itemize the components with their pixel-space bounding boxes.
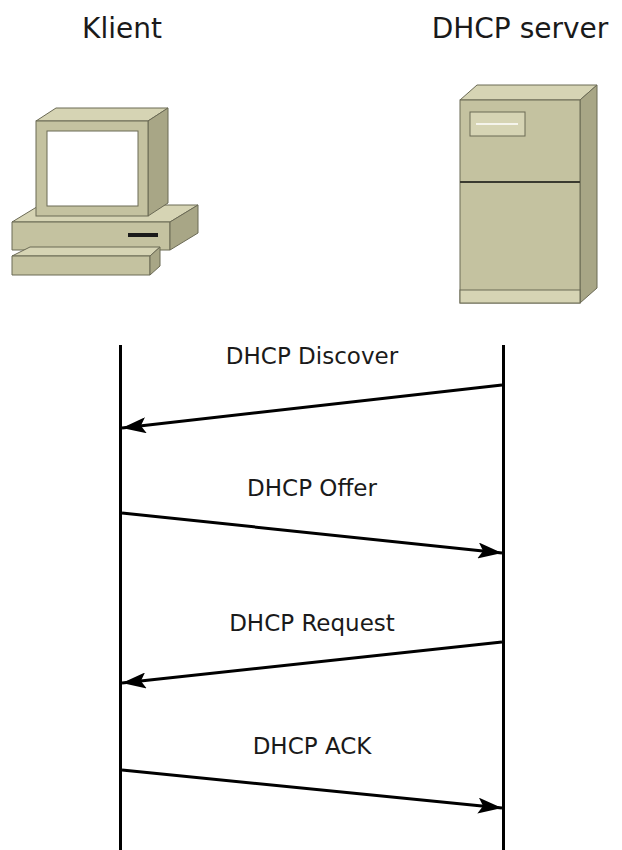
message-arrow [122, 770, 502, 808]
message-label: DHCP Discover [223, 343, 401, 369]
lifeline-node: Klient [119, 345, 122, 850]
message-label: DHCP Offer [244, 475, 380, 501]
computer-icon [12, 108, 198, 275]
lifeline-node: DHCP server [502, 345, 505, 850]
server-icon [460, 85, 597, 303]
message-arrow [122, 513, 502, 553]
message-label: DHCP ACK [250, 733, 375, 759]
message-arrow [122, 385, 502, 428]
participant-title: DHCP server [432, 12, 609, 45]
message-arrow [122, 642, 502, 683]
participant-title: Klient [82, 12, 162, 45]
message-label: DHCP Request [226, 610, 398, 636]
